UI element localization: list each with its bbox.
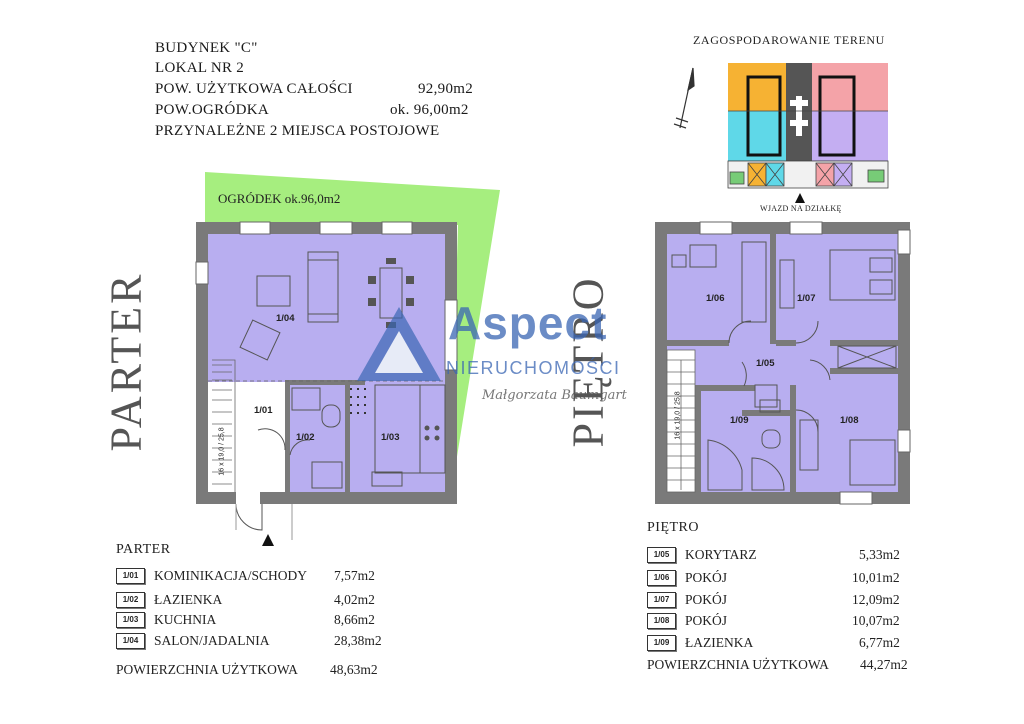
room-area: 8,66m2 [334, 612, 375, 627]
room-code: 1/05 [647, 547, 676, 563]
legend-row: 1/02 ŁAZIENKA 4,02m2 [116, 591, 406, 609]
room-code: 1/01 [116, 568, 145, 584]
room-name: SALON/JADALNIA [154, 633, 270, 648]
room-label-1-06: 1/06 [706, 293, 725, 304]
legend-row: 1/01 KOMINIKACJA/SCHODY 7,57m2 [116, 567, 406, 585]
room-code: 1/09 [647, 635, 676, 651]
room-area: 10,07m2 [852, 613, 900, 628]
parking-label: PRZYNALEŻNE 2 MIEJSCA POSTOJOWE [155, 123, 440, 139]
room-area: 6,77m2 [859, 635, 900, 650]
upper-stairs-label: 16 x 19,0 / 25,8 [674, 391, 682, 440]
room-label-1-08: 1/08 [840, 415, 859, 426]
room-label-1-05: 1/05 [756, 358, 775, 369]
room-area: 12,09m2 [852, 592, 900, 607]
room-area: 5,33m2 [859, 547, 900, 562]
site-entry-label: WJAZD NA DZIAŁKĘ [760, 204, 842, 213]
legend-upper-total-label: POWIERZCHNIA UŻYTKOWA [647, 657, 829, 672]
legend-upper-total-value: 44,27m2 [860, 657, 908, 672]
legend-row: 1/07 POKÓJ 12,09m2 [647, 591, 917, 609]
legend-row: 1/04 SALON/JADALNIA 28,38m2 [116, 632, 406, 650]
watermark-brand: Aspect [448, 297, 608, 349]
room-code: 1/02 [116, 592, 145, 608]
room-label-1-09: 1/09 [730, 415, 749, 426]
room-code: 1/06 [647, 570, 676, 586]
garden-label: OGRÓDEK ok.96,0m2 [218, 191, 341, 206]
unit-label: LOKAL NR 2 [155, 60, 245, 76]
site-plan-map [727, 63, 889, 203]
garden-area-label: POW.OGRÓDKA [155, 102, 270, 118]
total-area-value: 92,90m2 [418, 81, 474, 97]
legend-row: 1/05 KORYTARZ 5,33m2 [647, 546, 917, 564]
room-label-1-01: 1/01 [254, 405, 273, 416]
garden-area [205, 172, 500, 500]
room-code: 1/08 [647, 613, 676, 629]
legend-ground-total-value: 48,63m2 [330, 662, 378, 677]
ground-stairs-label: 16 x 19,0 / 25,8 [218, 427, 226, 476]
room-area: 4,02m2 [334, 592, 375, 607]
logo-triangle-icon [357, 307, 441, 381]
room-code: 1/07 [647, 592, 676, 608]
north-arrow-icon [673, 67, 695, 129]
legend-row: 1/06 POKÓJ 10,01m2 [647, 569, 917, 587]
room-name: POKÓJ [685, 570, 728, 585]
room-name: POKÓJ [685, 613, 728, 628]
room-label-1-04: 1/04 [276, 313, 295, 324]
room-area: 28,38m2 [334, 633, 382, 648]
legend-row: 1/03 KUCHNIA 8,66m2 [116, 611, 406, 629]
legend-ground-title: PARTER [116, 542, 171, 557]
room-label-1-02: 1/02 [296, 432, 315, 443]
ground-floor-label: PARTER [101, 271, 151, 452]
total-area-label: POW. UŻYTKOWA CAŁOŚCI [155, 81, 353, 97]
room-code: 1/03 [116, 612, 145, 628]
room-name: KUCHNIA [154, 612, 217, 627]
room-name: KORYTARZ [685, 547, 757, 562]
room-name: KOMINIKACJA/SCHODY [154, 568, 308, 583]
legend-row: 1/09 ŁAZIENKA 6,77m2 [647, 634, 917, 652]
room-name: ŁAZIENKA [685, 635, 754, 650]
room-name: ŁAZIENKA [154, 592, 223, 607]
room-area: 10,01m2 [852, 570, 900, 585]
site-plan-title: ZAGOSPODAROWANIE TERENU [693, 33, 885, 47]
room-label-1-03: 1/03 [381, 432, 400, 443]
room-area: 7,57m2 [334, 568, 375, 583]
garden-area-value: ok. 96,00m2 [390, 102, 469, 118]
watermark-signature: Małgorzata Baumgart [482, 388, 627, 403]
room-name: POKÓJ [685, 592, 728, 607]
legend-ground-total-label: POWIERZCHNIA UŻYTKOWA [116, 662, 298, 677]
building-label: BUDYNEK "C" [155, 40, 258, 56]
upper-floor-plan [655, 221, 911, 505]
room-code: 1/04 [116, 633, 145, 649]
watermark-subtitle: NIERUCHOMOŚCI [446, 358, 621, 378]
legend-upper-title: PIĘTRO [647, 520, 699, 535]
room-label-1-07: 1/07 [797, 293, 816, 304]
legend-row: 1/08 POKÓJ 10,07m2 [647, 612, 917, 630]
